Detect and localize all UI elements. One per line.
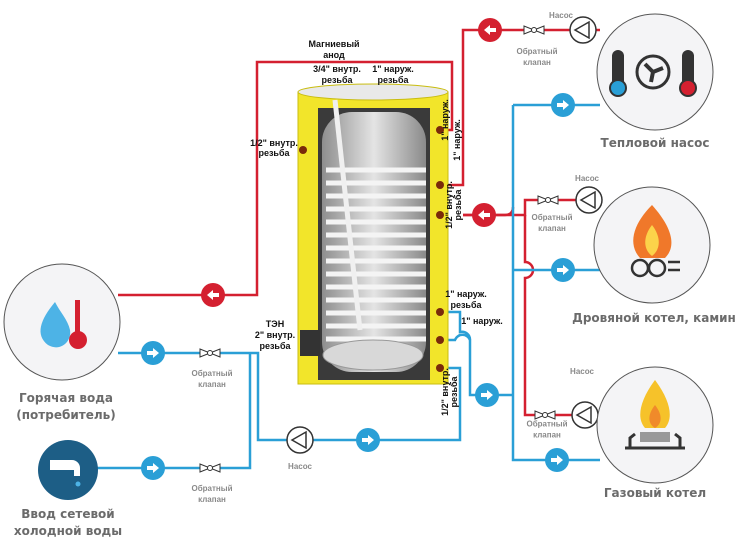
- check-valve-label: клапан: [198, 495, 226, 504]
- wood-boiler-source: [593, 186, 711, 304]
- hot-water-consumer: [3, 263, 121, 381]
- check-valves: [199, 25, 559, 473]
- coil-inlet-label: 1" наруж.: [461, 316, 503, 326]
- gas-boiler-source: [596, 366, 714, 484]
- pump-icon: [571, 401, 599, 429]
- check-valve-label: клапан: [523, 58, 551, 67]
- pump-label: Насос: [549, 11, 573, 20]
- flow-arrow-icon: [201, 283, 225, 307]
- check-valve-icon: [199, 348, 221, 358]
- check-valve-label: Обратный: [192, 369, 233, 378]
- check-valve-label: Обратный: [527, 419, 568, 428]
- top-right-port-label: 1" наруж.: [372, 64, 414, 74]
- magnesium-anode: [332, 99, 363, 331]
- heat-exchanger-coil: [326, 167, 426, 342]
- anode-label: анод: [323, 50, 345, 60]
- heat-pump-label: Тепловой насос: [601, 136, 710, 150]
- flow-arrow-icon: [551, 93, 575, 117]
- gas-boiler-label: Газовый котел: [604, 486, 706, 500]
- check-valve-icon: [534, 410, 556, 420]
- check-valve-label: клапан: [538, 224, 566, 233]
- cold-inlet-label: холодной воды: [14, 524, 122, 538]
- tank-labels: Магниевый анод 3/4" внутр. резьба 1" нар…: [250, 39, 503, 416]
- check-valve-label: Обратный: [192, 484, 233, 493]
- flow-arrow-icon: [545, 448, 569, 472]
- water-tap-icon: [50, 460, 80, 476]
- check-valve-icon: [537, 195, 559, 205]
- water-drop-icon: [40, 302, 71, 348]
- right-port-label: 1" наруж.: [452, 119, 462, 161]
- left-port-label: резьба: [258, 148, 290, 158]
- bottom-port-label: 1/2" внутр.: [440, 368, 450, 416]
- coil-outlet-label: резьба: [450, 300, 482, 310]
- cold-inlet-label: Ввод сетевой: [21, 507, 114, 521]
- heater-label: 2" внутр.: [255, 330, 295, 340]
- right-mid-port-label: резьба: [453, 188, 463, 220]
- check-valve-icon: [199, 463, 221, 473]
- check-valve-label: Обратный: [532, 213, 573, 222]
- top-right-port-label: резьба: [377, 75, 409, 85]
- big-labels: Тепловой насос Дровяной котел, камин Газ…: [14, 136, 736, 538]
- pump-label: Насос: [575, 174, 599, 183]
- check-valve-label: клапан: [198, 380, 226, 389]
- pumps: [286, 16, 603, 454]
- flow-arrow-icon: [475, 383, 499, 407]
- coil-outlet-label: 1" наруж.: [445, 289, 487, 299]
- heater-label: ТЭН: [266, 319, 284, 329]
- gas-flame-icon: [640, 380, 670, 428]
- anode-label: Магниевый: [308, 39, 359, 49]
- flow-arrow-icon: [551, 258, 575, 282]
- heating-element-port: [300, 330, 320, 356]
- hot-water-label: (потребитель): [16, 408, 115, 422]
- pump-label: Насос: [570, 367, 594, 376]
- left-port-label: 1/2" внутр.: [250, 138, 298, 148]
- bottom-port-label: резьба: [449, 375, 459, 407]
- flow-arrow-icon: [356, 428, 380, 452]
- component-labels: Насос Насос Насос Насос Обратный клапан …: [192, 11, 600, 504]
- top-left-port-label: 3/4" внутр.: [313, 64, 361, 74]
- pump-icon: [569, 16, 597, 44]
- right-mid-port-label: 1/2" внутр.: [444, 181, 454, 229]
- water-heater-tank: [297, 83, 449, 385]
- heater-label: резьба: [259, 341, 291, 351]
- heat-pump-source: [596, 13, 714, 131]
- pump-icon: [286, 426, 314, 454]
- pump-label: Насос: [288, 462, 312, 471]
- right-port-label: 1" наруж.: [440, 99, 450, 141]
- wood-boiler-label: Дровяной котел, камин: [572, 311, 736, 325]
- fan-icon: [635, 54, 671, 90]
- cold-water-inlet: [38, 440, 98, 500]
- flow-arrow-icon: [478, 18, 502, 42]
- thermometer-icon: [75, 300, 80, 335]
- flow-arrow-icon: [141, 341, 165, 365]
- check-valve-icon: [523, 25, 545, 35]
- flow-arrows: [141, 18, 575, 480]
- hot-water-label: Горячая вода: [19, 391, 113, 405]
- flow-arrow-icon: [141, 456, 165, 480]
- check-valve-label: клапан: [533, 430, 561, 439]
- top-left-port-label: резьба: [321, 75, 353, 85]
- pump-icon: [575, 186, 603, 214]
- check-valve-label: Обратный: [517, 47, 558, 56]
- flow-arrow-icon: [472, 203, 496, 227]
